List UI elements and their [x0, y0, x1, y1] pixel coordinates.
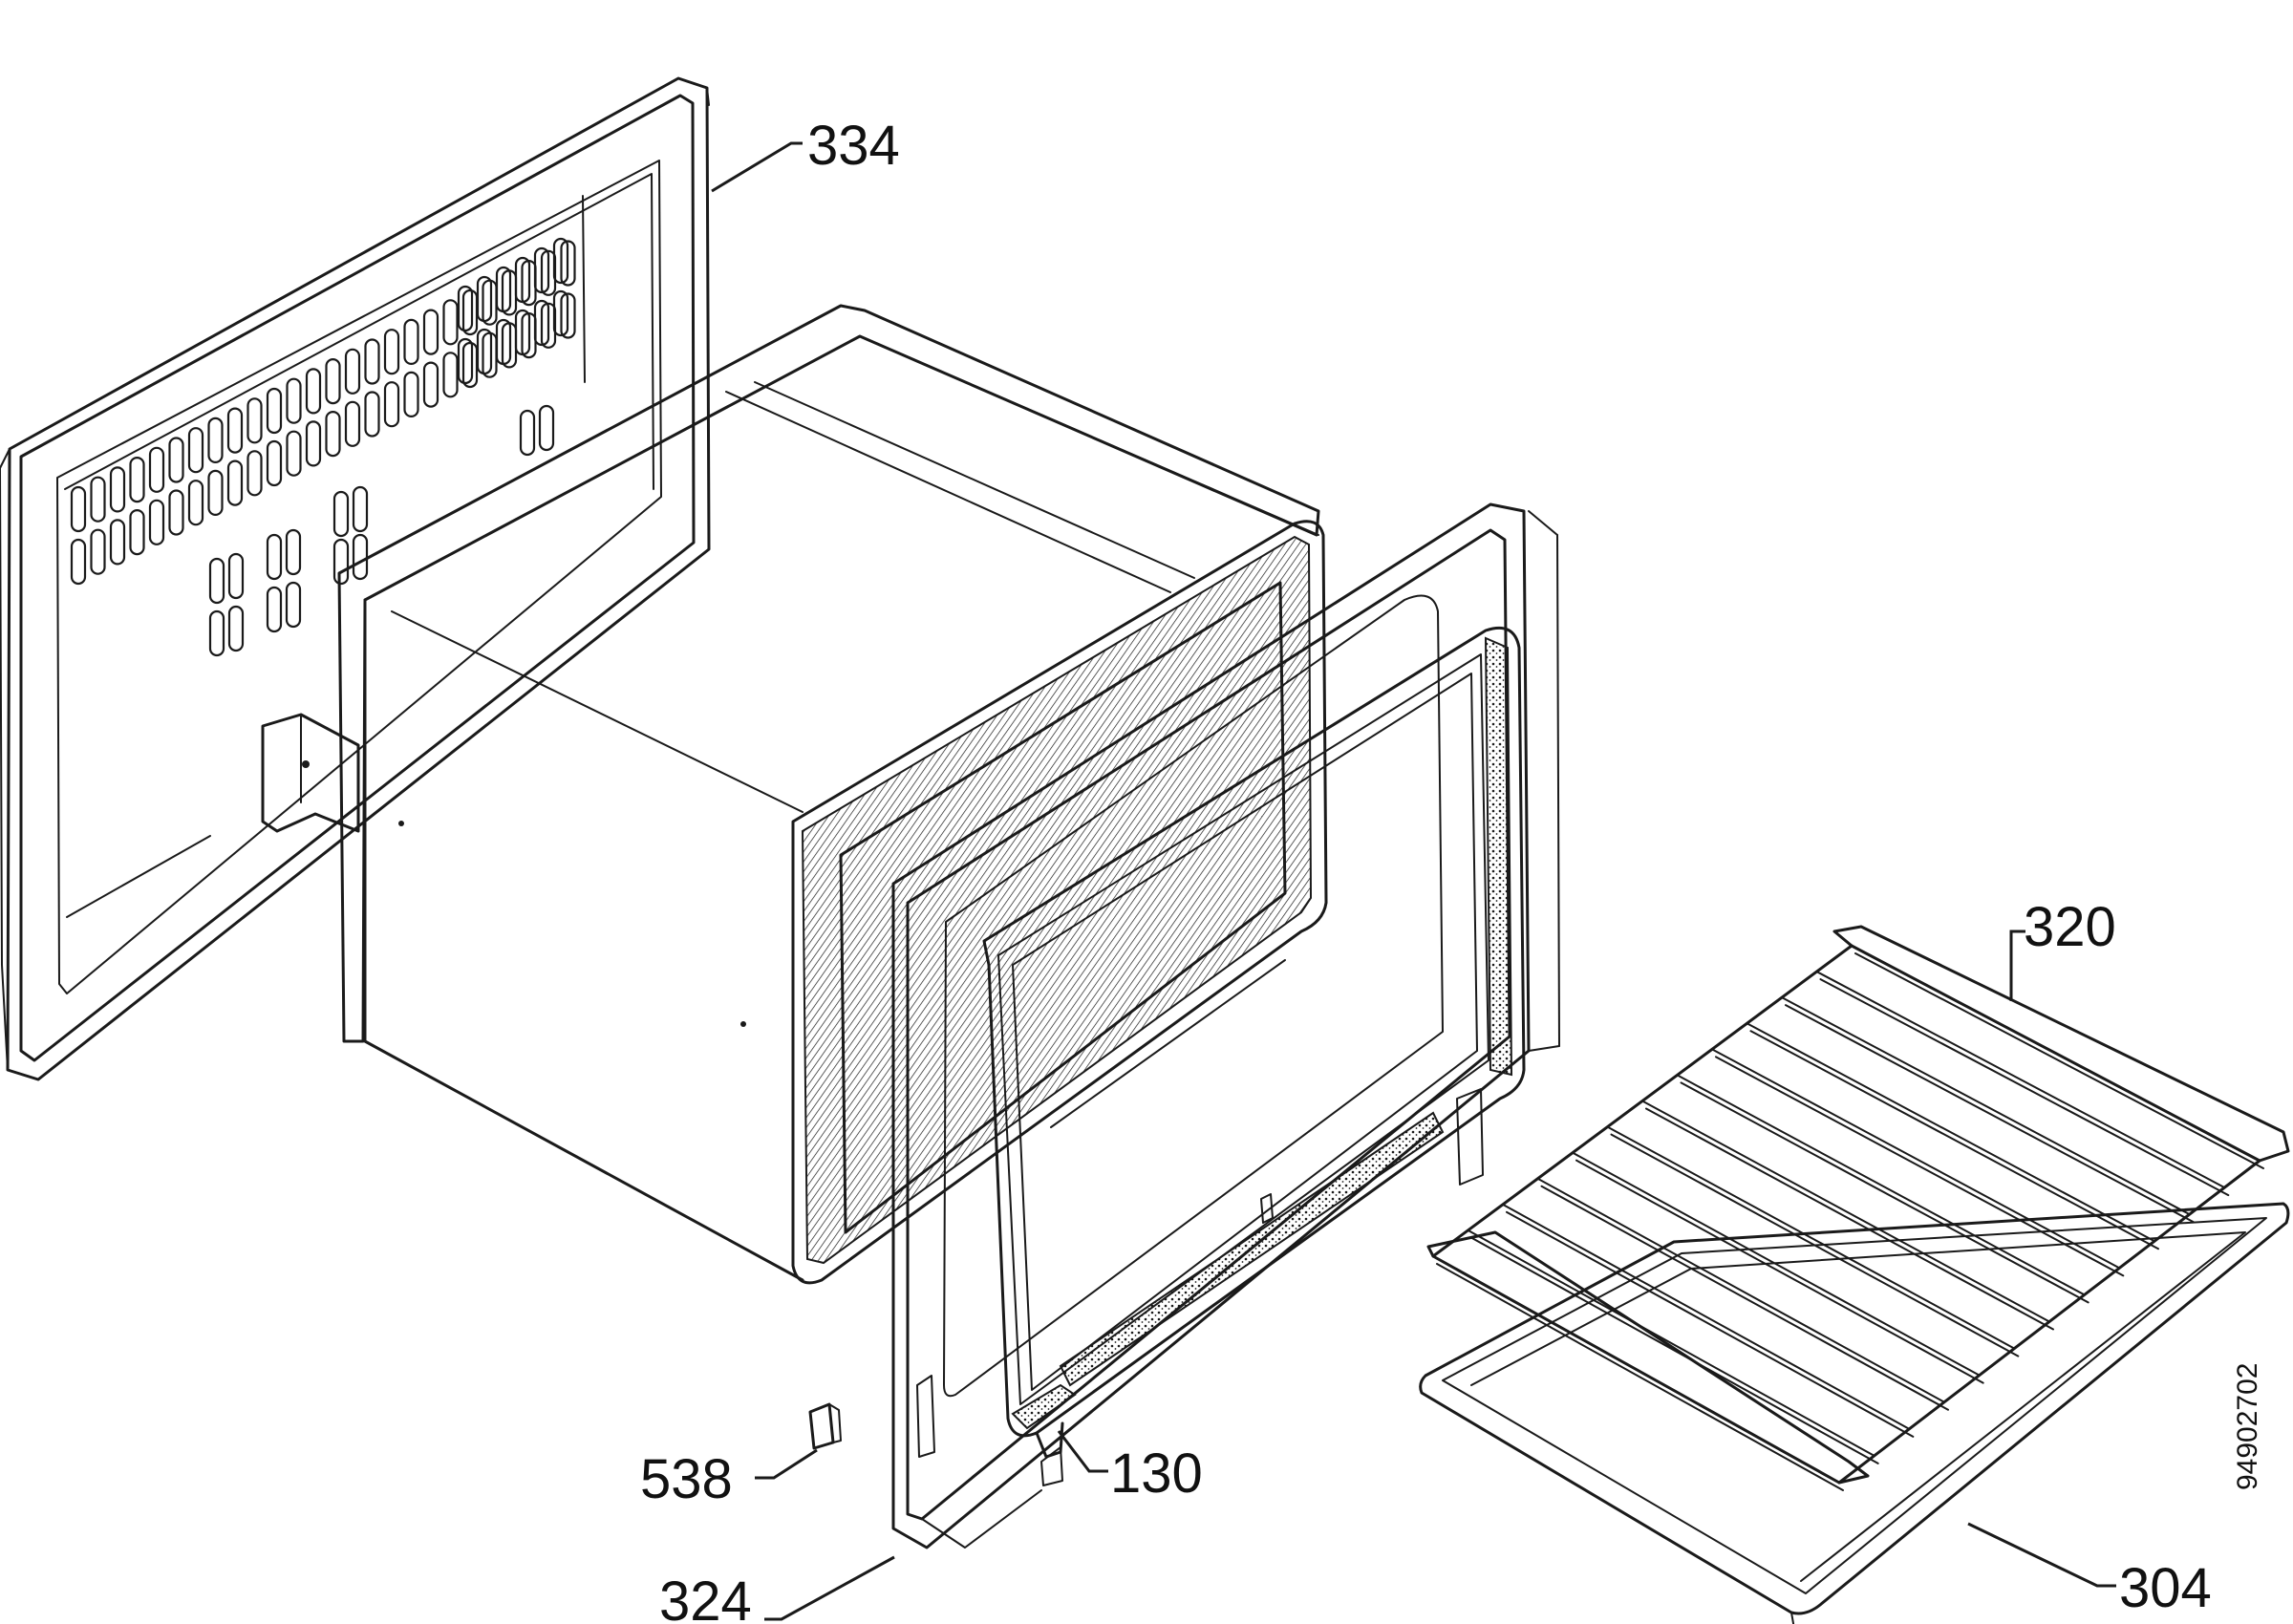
door-seal-130: [982, 626, 1526, 1459]
leader-334: [711, 141, 803, 193]
leader-304: [1967, 1522, 2116, 1588]
leader-130: [1057, 1430, 1108, 1473]
ventilation-slots: [70, 237, 576, 657]
part-label-304: 304: [2119, 1557, 2212, 1619]
back-panel-334: [0, 76, 711, 1081]
leader-lines: [711, 141, 2116, 1621]
part-label-334: 334: [807, 115, 900, 177]
part-label-320: 320: [2024, 896, 2116, 958]
leader-324: [764, 1555, 895, 1621]
clip-538: [808, 1402, 842, 1450]
part-label-538: 538: [640, 1448, 733, 1510]
part-label-130: 130: [1110, 1442, 1203, 1505]
part-label-324: 324: [659, 1571, 752, 1624]
leader-320: [2009, 930, 2025, 1001]
shelf-rods: [1432, 945, 2264, 1491]
leader-538: [755, 1448, 818, 1480]
wire-shelf-320: [1426, 925, 2290, 1491]
oven-cavity: [261, 304, 1328, 1285]
drawing-code: 94902702: [2232, 1363, 2263, 1490]
baking-tray-304: [1419, 1202, 2290, 1624]
